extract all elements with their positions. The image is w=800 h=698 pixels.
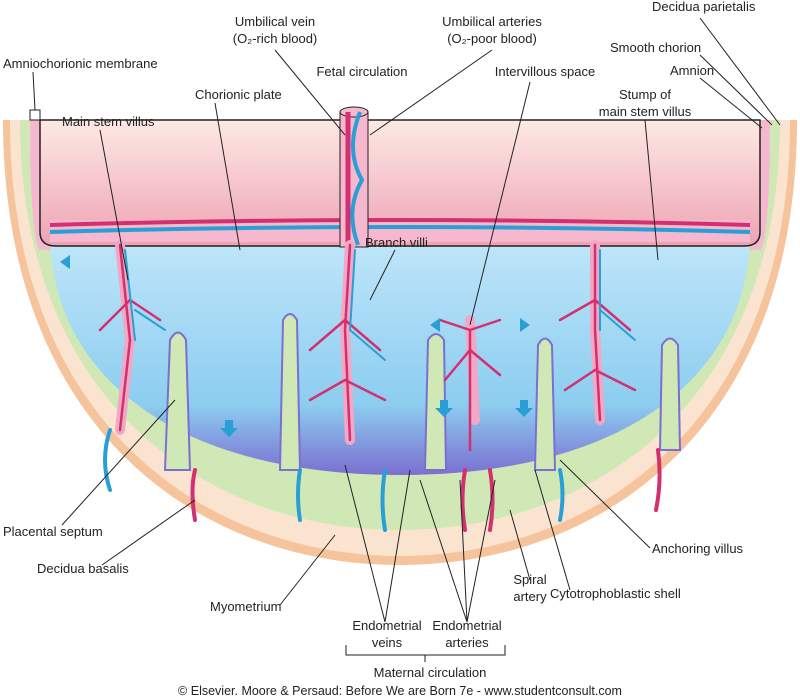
label-intervillous-space: Intervillous space bbox=[494, 64, 596, 79]
label-line: Umbilical vein bbox=[234, 14, 316, 29]
label-chorionic-plate: Chorionic plate bbox=[195, 87, 282, 102]
label-fetal-circulation: Fetal circulation bbox=[316, 64, 408, 79]
label-amniochorionic-membrane: Amniochorionic membrane bbox=[3, 56, 158, 71]
label-umbilical-vein: Umbilical vein (O₂-rich blood) bbox=[233, 13, 318, 47]
label-line: Umbilical arteries bbox=[442, 14, 542, 29]
label-main-stem-villus: Main stem villus bbox=[62, 114, 155, 129]
label-line: main stem villus bbox=[598, 104, 692, 119]
label-endometrial-veins: Endometrial veins bbox=[352, 617, 421, 651]
label-decidua-parietalis: Decidua parietalis bbox=[652, 0, 756, 14]
label-cytotrophoblastic-shell: Cytotrophoblastic shell bbox=[550, 586, 681, 601]
label-umbilical-arteries: Umbilical arteries (O₂-poor blood) bbox=[442, 13, 542, 47]
label-branch-villi: Branch villi bbox=[365, 235, 428, 250]
label-placental-septum: Placental septum bbox=[3, 524, 103, 539]
label-myometrium: Myometrium bbox=[210, 599, 282, 614]
label-line: (O₂-poor blood) bbox=[447, 31, 537, 46]
label-line: Endometrial bbox=[352, 618, 422, 633]
label-line: artery bbox=[513, 589, 547, 604]
label-decidua-basalis: Decidua basalis bbox=[37, 561, 129, 576]
label-amnion: Amnion bbox=[670, 63, 715, 78]
label-anchoring-villus: Anchoring villus bbox=[652, 541, 744, 556]
amniotic-cavity bbox=[39, 119, 761, 247]
label-line: Stump of bbox=[618, 87, 672, 102]
label-line: veins bbox=[371, 635, 403, 650]
label-line: (O₂-rich blood) bbox=[232, 31, 318, 46]
label-spiral-artery: Spiral artery bbox=[513, 571, 546, 605]
label-endometrial-arteries: Endometrial arteries bbox=[432, 617, 501, 651]
copyright-credit: © Elsevier. Moore & Persaud: Before We a… bbox=[178, 684, 622, 698]
label-line: Endometrial bbox=[432, 618, 502, 633]
label-stump-main-stem-villus: Stump of main stem villus bbox=[599, 86, 691, 120]
label-smooth-chorion: Smooth chorion bbox=[610, 40, 702, 55]
label-line: Spiral bbox=[513, 572, 547, 587]
intervillous-space bbox=[50, 240, 750, 475]
label-line: arteries bbox=[445, 635, 489, 650]
label-maternal-circulation: Maternal circulation bbox=[373, 665, 487, 680]
